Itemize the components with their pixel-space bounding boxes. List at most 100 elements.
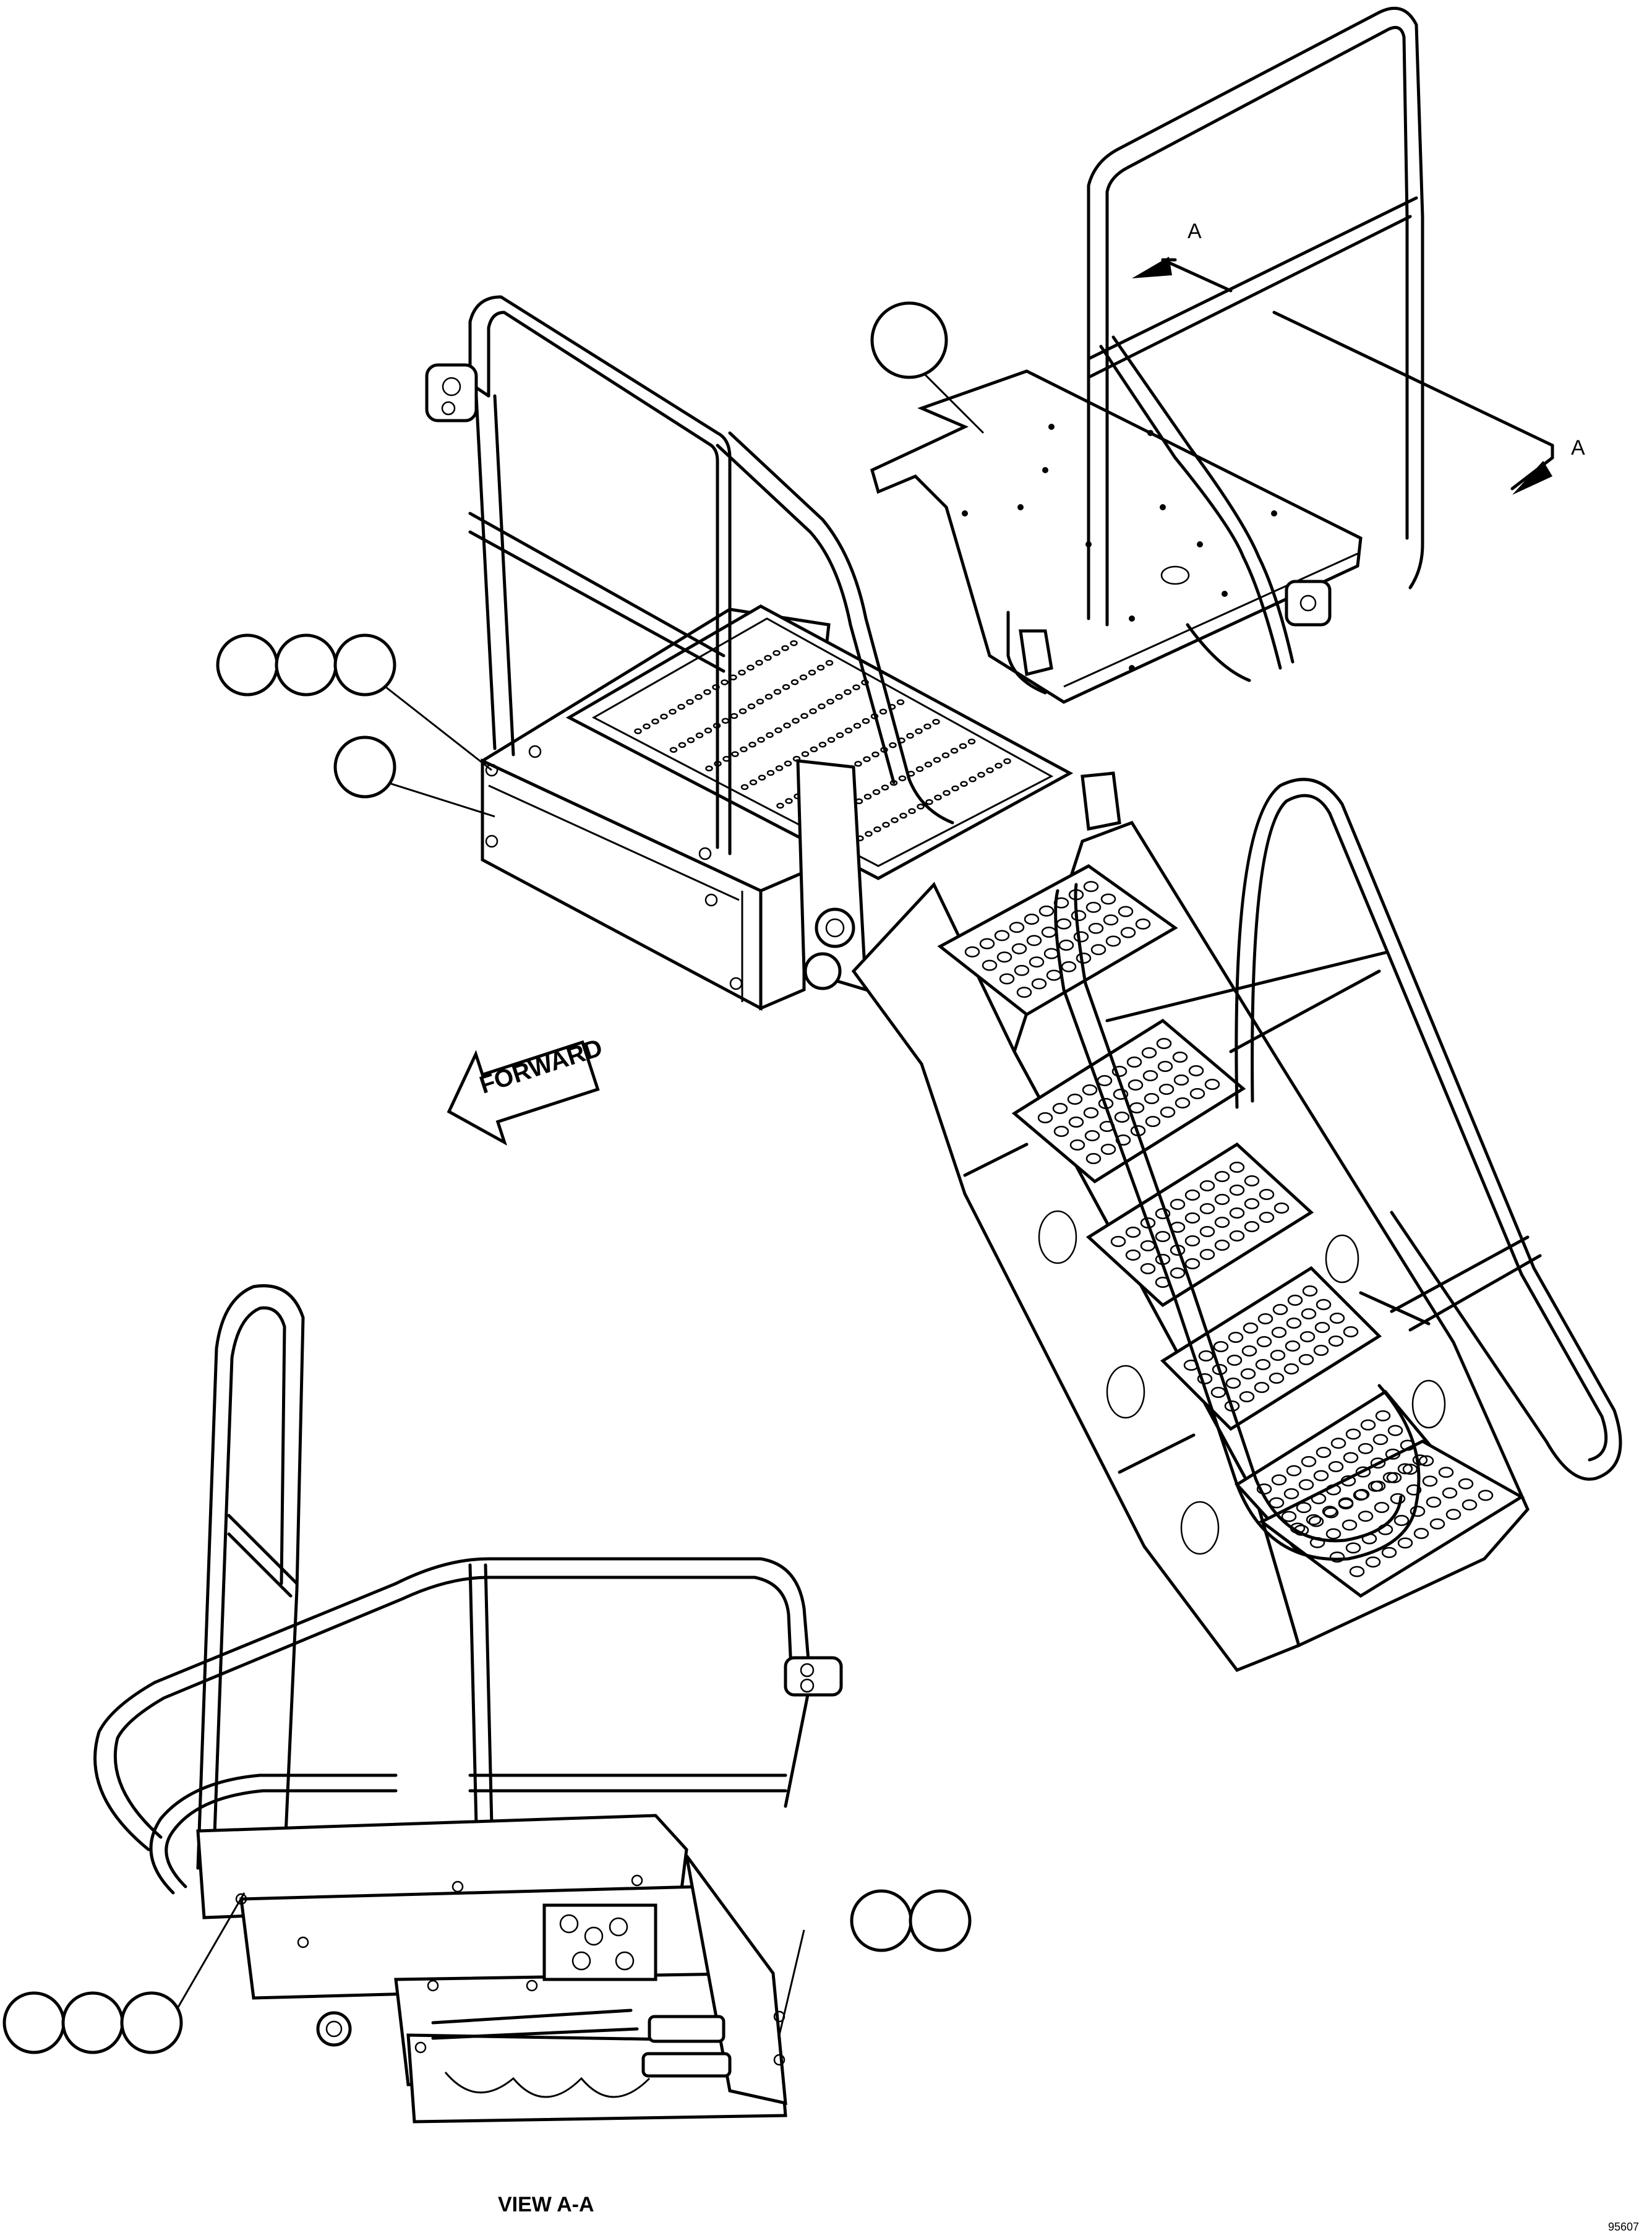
perforated-tread	[565, 604, 1074, 880]
callout-balloon	[61, 1991, 124, 2054]
perforation-hole	[1118, 906, 1134, 917]
section-letter-bottom: A	[1571, 436, 1585, 460]
perforation-hole	[1340, 1475, 1356, 1486]
perforation-hole	[908, 808, 916, 815]
perforation-hole	[1273, 1203, 1290, 1214]
perforation-hole	[941, 752, 950, 758]
perforation-hole	[1188, 1065, 1204, 1076]
perforation-hole	[695, 732, 704, 739]
perforation-hole	[1038, 905, 1055, 917]
perforation-hole	[1298, 1479, 1314, 1491]
perforation-hole	[923, 723, 931, 730]
upper-right-handrail	[1006, 6, 1424, 695]
perforation-hole	[773, 688, 782, 695]
perforation-hole	[896, 699, 905, 705]
perforation-hole	[1375, 1410, 1391, 1421]
perforation-hole	[1113, 1089, 1129, 1100]
perforation-hole	[1029, 956, 1045, 968]
perforation-hole	[1257, 1313, 1273, 1324]
perforation-hole	[1313, 1470, 1329, 1481]
perforation-hole	[1172, 1052, 1188, 1063]
callout-balloon	[850, 1889, 913, 1952]
perforation-hole	[1438, 1467, 1454, 1478]
forward-arrow	[447, 1040, 600, 1146]
perforation-hole	[967, 738, 976, 745]
stair-handrails	[1054, 778, 1622, 1561]
perforation-hole	[1084, 1130, 1100, 1141]
perforation-hole	[766, 732, 774, 739]
perforation-hole	[785, 798, 793, 804]
perforation-hole	[1244, 1175, 1260, 1186]
perforation-hole	[979, 938, 995, 950]
perforation-hole	[784, 760, 792, 767]
perforation-hole	[863, 794, 872, 800]
perforation-hole	[827, 737, 836, 743]
perforation-hole	[872, 789, 881, 795]
perforation-hole	[1199, 1226, 1215, 1237]
perforation-hole	[1385, 1448, 1401, 1460]
perforation-hole	[1358, 1443, 1374, 1454]
perforation-hole	[891, 817, 899, 823]
perforation-hole	[749, 779, 758, 786]
perforation-hole	[634, 728, 642, 734]
perforation-hole	[882, 821, 890, 828]
perforation-hole	[1323, 1507, 1339, 1519]
staircase	[851, 820, 1530, 1673]
perforation-hole	[889, 742, 897, 748]
perforation-hole	[1342, 1519, 1358, 1531]
perforation-hole	[1316, 1447, 1332, 1458]
perforation-hole	[738, 708, 747, 714]
perforation-hole	[776, 802, 784, 809]
upper-left-handrail	[425, 295, 954, 855]
perforation-hole	[1283, 1363, 1299, 1374]
callout-balloon	[2, 1991, 66, 2054]
perforation-hole	[1343, 1452, 1359, 1464]
perforation-hole	[1313, 1345, 1329, 1356]
perforation-hole	[1302, 1285, 1318, 1297]
perforation-hole	[1360, 1419, 1376, 1431]
perforation-hole	[1229, 1207, 1245, 1219]
perforation-hole	[1387, 1425, 1403, 1436]
perforation-hole	[852, 684, 860, 690]
perforation-hole	[1229, 1162, 1245, 1173]
perforation-hole	[835, 693, 843, 700]
callout-balloons-upper	[216, 301, 948, 799]
perforation-hole	[1329, 1551, 1345, 1563]
perforation-hole	[669, 747, 678, 753]
upper-deck-plate	[870, 369, 1363, 704]
perforation-hole	[1381, 1546, 1397, 1558]
perforation-hole	[1412, 1454, 1428, 1466]
perforation-hole	[1254, 1382, 1270, 1393]
perforation-hole	[853, 722, 862, 729]
box-bolts	[485, 745, 743, 990]
perforation-hole	[1229, 1185, 1245, 1196]
perforation-hole	[1255, 1359, 1271, 1370]
perforation-hole	[1390, 1493, 1406, 1504]
perforation-hole	[1037, 1112, 1053, 1123]
perforation-hole	[1370, 1457, 1386, 1469]
perforation-hole	[1061, 961, 1077, 972]
perforation-hole	[705, 765, 713, 772]
perforation-hole	[1406, 1484, 1422, 1496]
perforation-hole	[1214, 1217, 1230, 1228]
perforation-hole	[792, 718, 800, 724]
perforation-hole	[1189, 1088, 1205, 1099]
perforation-hole	[1120, 927, 1136, 938]
perforation-hole	[1114, 1112, 1130, 1123]
perforation-hole	[1225, 1378, 1241, 1389]
perforation-hole	[1285, 1340, 1301, 1352]
perforation-hole	[1069, 1139, 1085, 1151]
perforation-hole	[1073, 931, 1089, 943]
perforation-hole	[1314, 1322, 1330, 1333]
perforation-hole	[757, 737, 765, 743]
perforation-hole	[1053, 1126, 1069, 1137]
perforation-hole	[1270, 1350, 1286, 1361]
perforation-hole	[1349, 1566, 1365, 1577]
perforation-hole	[1345, 1428, 1361, 1440]
perforation-hole	[810, 746, 818, 753]
perforation-hole	[764, 654, 772, 661]
perforation-hole	[1374, 1502, 1390, 1513]
callout-balloon	[333, 633, 396, 697]
perforation-hole	[677, 703, 685, 710]
perforation-hole	[1244, 1198, 1260, 1209]
